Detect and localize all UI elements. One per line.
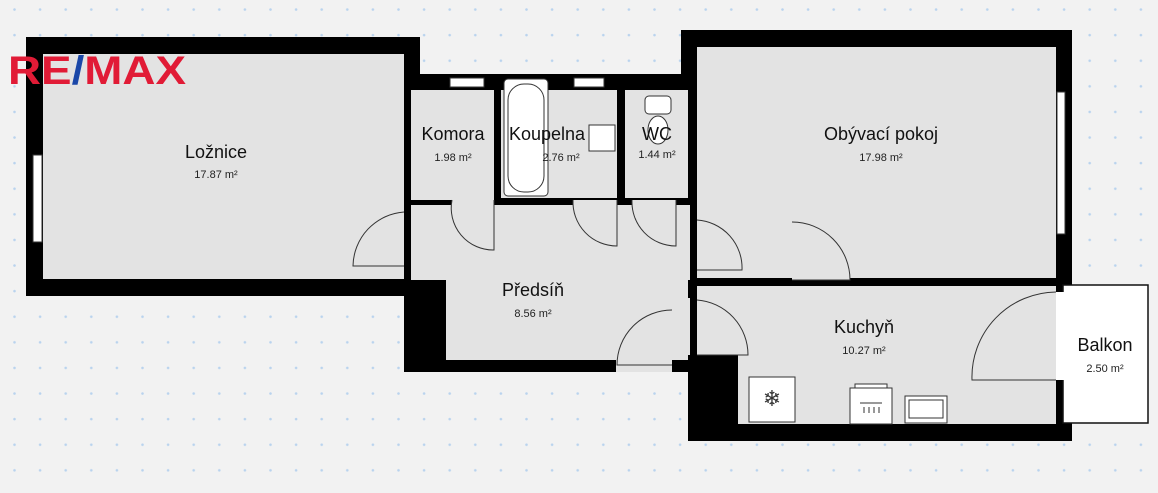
svg-text:RE/MAX: RE/MAX [8,49,186,93]
window-living [1056,91,1066,235]
door-bedroom [352,211,405,267]
room-area-bedroom: 17.87 m² [194,169,238,181]
room-area-balcony: 2.50 m² [1086,363,1124,375]
door-entrance [616,309,673,366]
room-name-wc: WC [642,124,672,144]
room-area-living: 17.98 m² [859,152,903,164]
door-bathroom [572,199,618,247]
toilet-bowl [647,115,669,145]
snowflake-icon: ❄ [763,386,781,411]
toilet-tank [644,95,672,115]
bathroom-sink [588,124,616,152]
room-area-bathroom: 2.76 m² [542,152,580,164]
storage-floor [411,90,494,200]
door-storage [450,199,495,251]
room-area-kitchen: 10.27 m² [842,345,886,357]
room-area-hall: 8.56 m² [514,308,552,320]
fixtures: ❄ [503,78,948,425]
room-name-bathroom: Koupelna [509,124,586,144]
remax-logo: RE/MAX [8,49,186,93]
room-name-storage: Komora [421,124,485,144]
room-name-living: Obývací pokoj [824,124,938,144]
window-bathroom [573,77,605,88]
room-labels: Ložnice 17.87 m² Komora 1.98 m² Koupelna… [185,124,1133,375]
stove-top [854,383,888,389]
door-living-from-hall [696,219,743,271]
room-name-bedroom: Ložnice [185,142,247,162]
door-living-from-kitchen [791,221,851,281]
windows [32,77,1066,243]
window-storage [449,77,485,88]
door-balcony [971,291,1057,381]
fridge [748,376,796,423]
balcony-floor [1062,284,1149,424]
living-floor [697,47,1056,278]
room-name-hall: Předsíň [502,280,564,300]
room-area-wc: 1.44 m² [638,149,676,161]
bedroom-floor [43,54,404,279]
stove [849,387,893,425]
bathtub-inner [507,83,545,193]
oven-icon [860,402,882,413]
door-kitchen [696,299,749,356]
room-name-kitchen: Kuchyň [834,317,894,337]
doors [352,199,1057,381]
room-name-balcony: Balkon [1077,335,1132,355]
room-area-storage: 1.98 m² [434,152,472,164]
door-wc [631,199,677,247]
window-bedroom [32,154,43,243]
